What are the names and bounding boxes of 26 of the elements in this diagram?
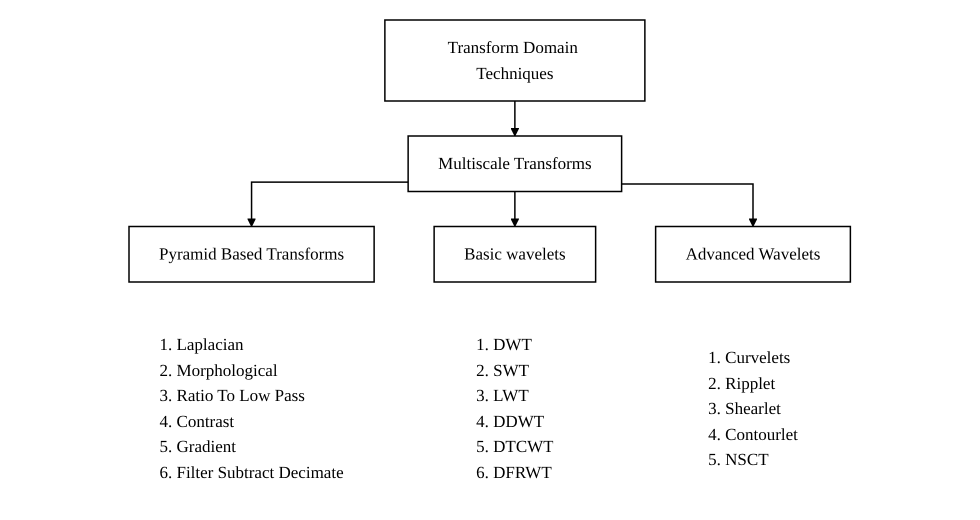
arrow — [510, 190, 520, 227]
node-label: 3. LWT — [476, 386, 530, 405]
node-label: 4. DDWT — [476, 412, 544, 430]
node-label: 4. Contourlet — [708, 424, 798, 444]
node-label: 5. NSCT — [708, 450, 769, 469]
node-box: Pyramid Based Transforms — [128, 226, 376, 283]
node-label: 1. DWT — [476, 335, 532, 354]
node-label: 2. Morphological — [160, 360, 278, 380]
arrow — [622, 183, 758, 227]
node-label: 3. Ratio To Low Pass — [160, 386, 306, 405]
node-label: 4. Contrast — [160, 412, 234, 430]
node-box: Multiscale Transforms — [408, 135, 623, 192]
node-label: 2. Ripplet — [708, 373, 776, 392]
node-label: 3. Shearlet — [708, 398, 782, 418]
node-label: 5. Gradient — [160, 437, 236, 456]
node-box: Advanced Wavelets — [655, 226, 852, 283]
node-label: 6. DFRWT — [476, 462, 552, 482]
node-box: Basic wavelets — [434, 226, 597, 283]
node-label: 5. DTCWT — [476, 437, 554, 456]
node-label: 2. SWT — [476, 360, 530, 380]
arrow — [510, 100, 520, 136]
node-label: 1. Curvelets — [708, 348, 791, 367]
node-box: Transform Domain Techniques — [384, 19, 646, 102]
arrow — [247, 181, 408, 227]
node-label: 6. Filter Subtract Decimate — [160, 462, 344, 482]
node-label: 1. Laplacian — [160, 335, 244, 354]
